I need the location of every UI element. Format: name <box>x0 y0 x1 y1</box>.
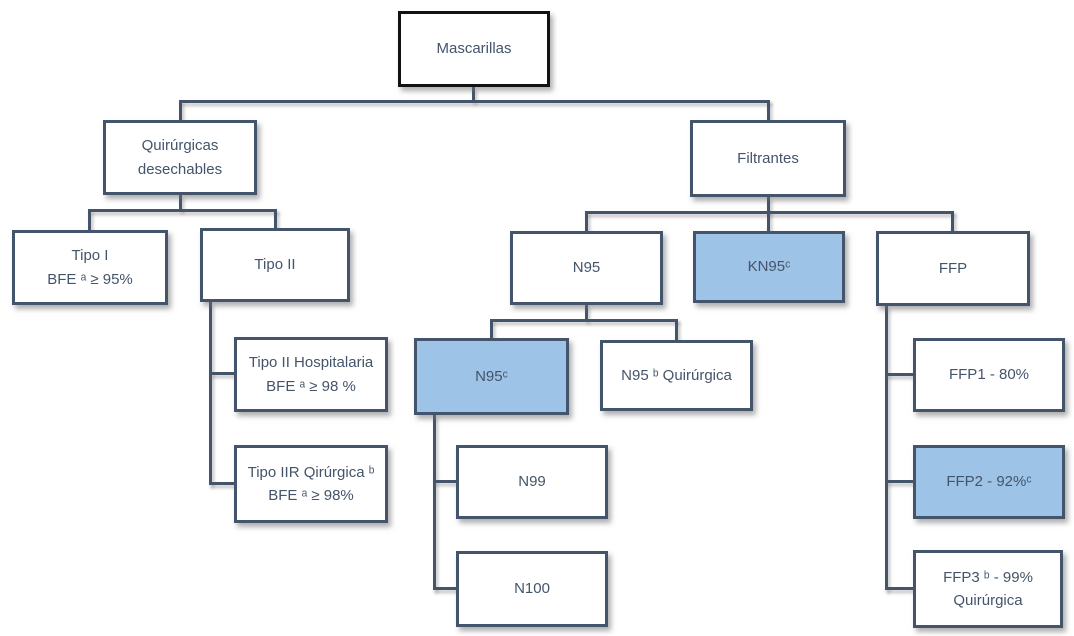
node-ffp: FFP <box>876 231 1030 306</box>
connector-stub-ffp2 <box>885 480 913 483</box>
node-label-line2: BFE ᵃ ≥ 95% <box>47 270 133 288</box>
node-label: Quirúrgicas <box>141 137 219 155</box>
connector-n95-trunk <box>585 305 588 321</box>
node-ffp1: FFP1 - 80% <box>913 338 1065 412</box>
node-label-line2: Quirúrgica <box>953 592 1023 609</box>
node-label: KN95ᶜ <box>747 258 791 276</box>
node-label: Tipo II Hospitalaria <box>248 354 374 372</box>
node-n95: N95 <box>510 231 663 305</box>
connector-root-bar <box>179 100 770 103</box>
node-label: N95 ᵇ Quirúrgica <box>621 366 732 384</box>
connector-ffp-spine <box>885 306 888 590</box>
node-label: FFP2 - 92%ᶜ <box>946 473 1032 491</box>
node-label: Filtrantes <box>737 149 799 167</box>
node-filtrantes: Filtrantes <box>690 120 846 197</box>
connector-filtrantes-trunk <box>767 197 770 213</box>
node-kn95: KN95ᶜ <box>693 231 845 303</box>
node-label: N99 <box>518 473 546 491</box>
connector-quirurgicas-trunk <box>179 195 182 211</box>
node-label: FFP3 ᵇ - 99% <box>943 568 1033 586</box>
node-n95-quirurgica: N95 ᵇ Quirúrgica <box>600 340 753 411</box>
node-label: FFP <box>938 259 968 277</box>
node-n99: N99 <box>456 445 608 519</box>
connector-drop-n95 <box>585 211 588 231</box>
node-label: Tipo I <box>71 247 109 265</box>
connector-stub-ffp1 <box>885 373 913 376</box>
node-mascarillas: Mascarillas <box>398 11 550 87</box>
connector-root-trunk <box>472 87 475 102</box>
node-label: N95ᶜ <box>475 367 508 385</box>
node-quirurgicas-desechables: Quirúrgicas desechables <box>103 120 257 195</box>
node-label: N100 <box>514 580 550 598</box>
node-label: Tipo IIR Qirúrgica ᵇ <box>247 463 375 481</box>
connector-stub-tipo2-hosp <box>209 372 234 375</box>
node-label: N95 <box>572 259 601 277</box>
node-ffp2: FFP2 - 92%ᶜ <box>913 445 1065 519</box>
connector-stub-n99 <box>433 480 456 483</box>
connector-drop-tipo1 <box>88 209 91 230</box>
node-label: Mascarillas <box>436 40 512 58</box>
connector-stub-tipo2r <box>209 482 234 485</box>
connector-drop-n95-quirurgica <box>675 319 678 340</box>
connector-drop-filtrantes <box>767 100 770 120</box>
connector-n95-bar <box>490 319 678 322</box>
connector-drop-ffp <box>951 211 954 231</box>
node-label: Tipo II <box>254 256 296 274</box>
connector-stub-n100 <box>433 587 456 590</box>
node-tipo-i: Tipo I BFE ᵃ ≥ 95% <box>12 230 168 305</box>
node-label-line2: BFE ᵃ ≥ 98 % <box>266 377 356 395</box>
connector-stub-ffp3 <box>885 587 913 590</box>
node-n100: N100 <box>456 551 608 627</box>
connector-tipo2-spine <box>209 302 212 485</box>
connector-drop-n95c <box>490 319 493 338</box>
connector-drop-kn95 <box>767 211 770 231</box>
connector-n95c-spine <box>433 415 436 590</box>
connector-drop-quirurgicas <box>179 100 182 120</box>
connector-quirurgicas-bar <box>88 209 277 212</box>
node-tipo-ii-hospitalaria: Tipo II Hospitalaria BFE ᵃ ≥ 98 % <box>234 337 388 412</box>
node-tipo-iir-quirurgica: Tipo IIR Qirúrgica ᵇ BFE ᵃ ≥ 98% <box>234 445 388 523</box>
node-label-line2: desechables <box>137 160 223 178</box>
node-label: FFP1 - 80% <box>948 366 1030 384</box>
node-label-line2: BFE ᵃ ≥ 98% <box>268 487 354 504</box>
node-n95c: N95ᶜ <box>414 338 569 415</box>
connector-drop-tipo2 <box>274 209 277 228</box>
node-ffp3: FFP3 ᵇ - 99% Quirúrgica <box>913 550 1063 628</box>
node-tipo-ii: Tipo II <box>200 228 350 302</box>
